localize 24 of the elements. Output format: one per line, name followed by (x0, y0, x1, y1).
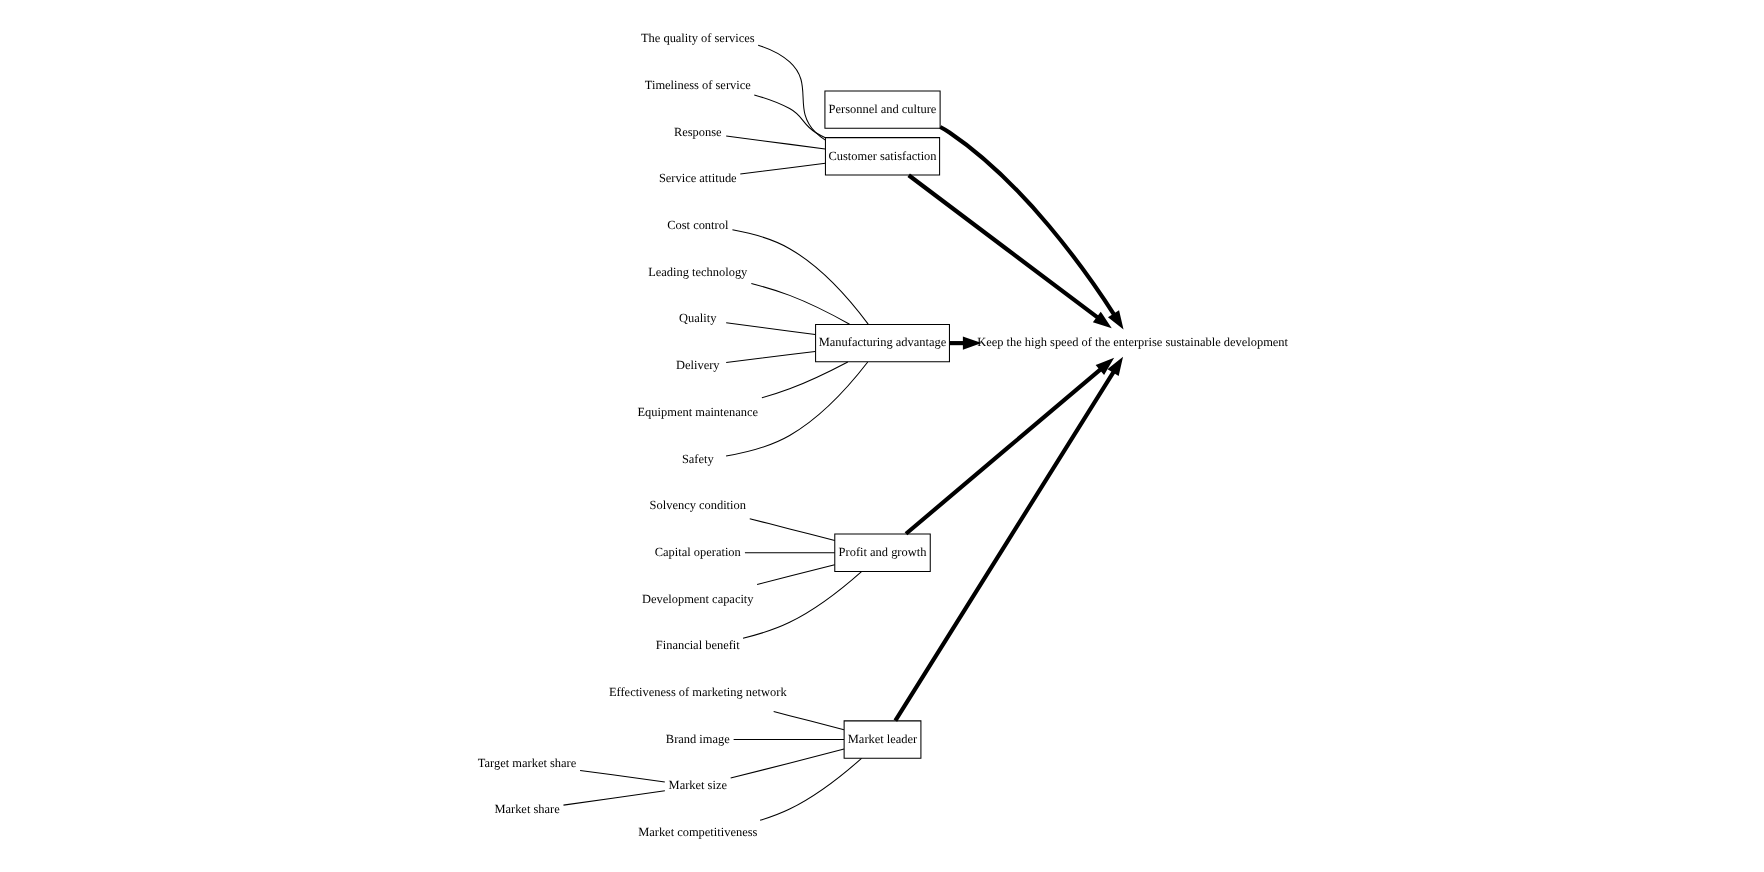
connector (773, 711, 845, 731)
arrow (939, 125, 1124, 330)
connector (725, 361, 869, 457)
arrow (893, 356, 1124, 722)
connector (579, 769, 666, 783)
connector (761, 361, 849, 399)
connector (756, 564, 836, 586)
connector (733, 739, 845, 741)
connector (725, 322, 816, 335)
connector (742, 571, 863, 639)
connector (725, 350, 816, 364)
arrow (907, 173, 1112, 329)
connector (759, 757, 863, 821)
connector (731, 229, 869, 325)
connector (753, 94, 826, 139)
connector (749, 518, 836, 542)
connector (725, 135, 826, 150)
connector (730, 748, 845, 779)
connector (562, 790, 666, 806)
arrow (904, 357, 1115, 536)
connector (744, 552, 836, 554)
connector (757, 44, 826, 141)
connector (750, 283, 851, 325)
connector (739, 162, 826, 175)
